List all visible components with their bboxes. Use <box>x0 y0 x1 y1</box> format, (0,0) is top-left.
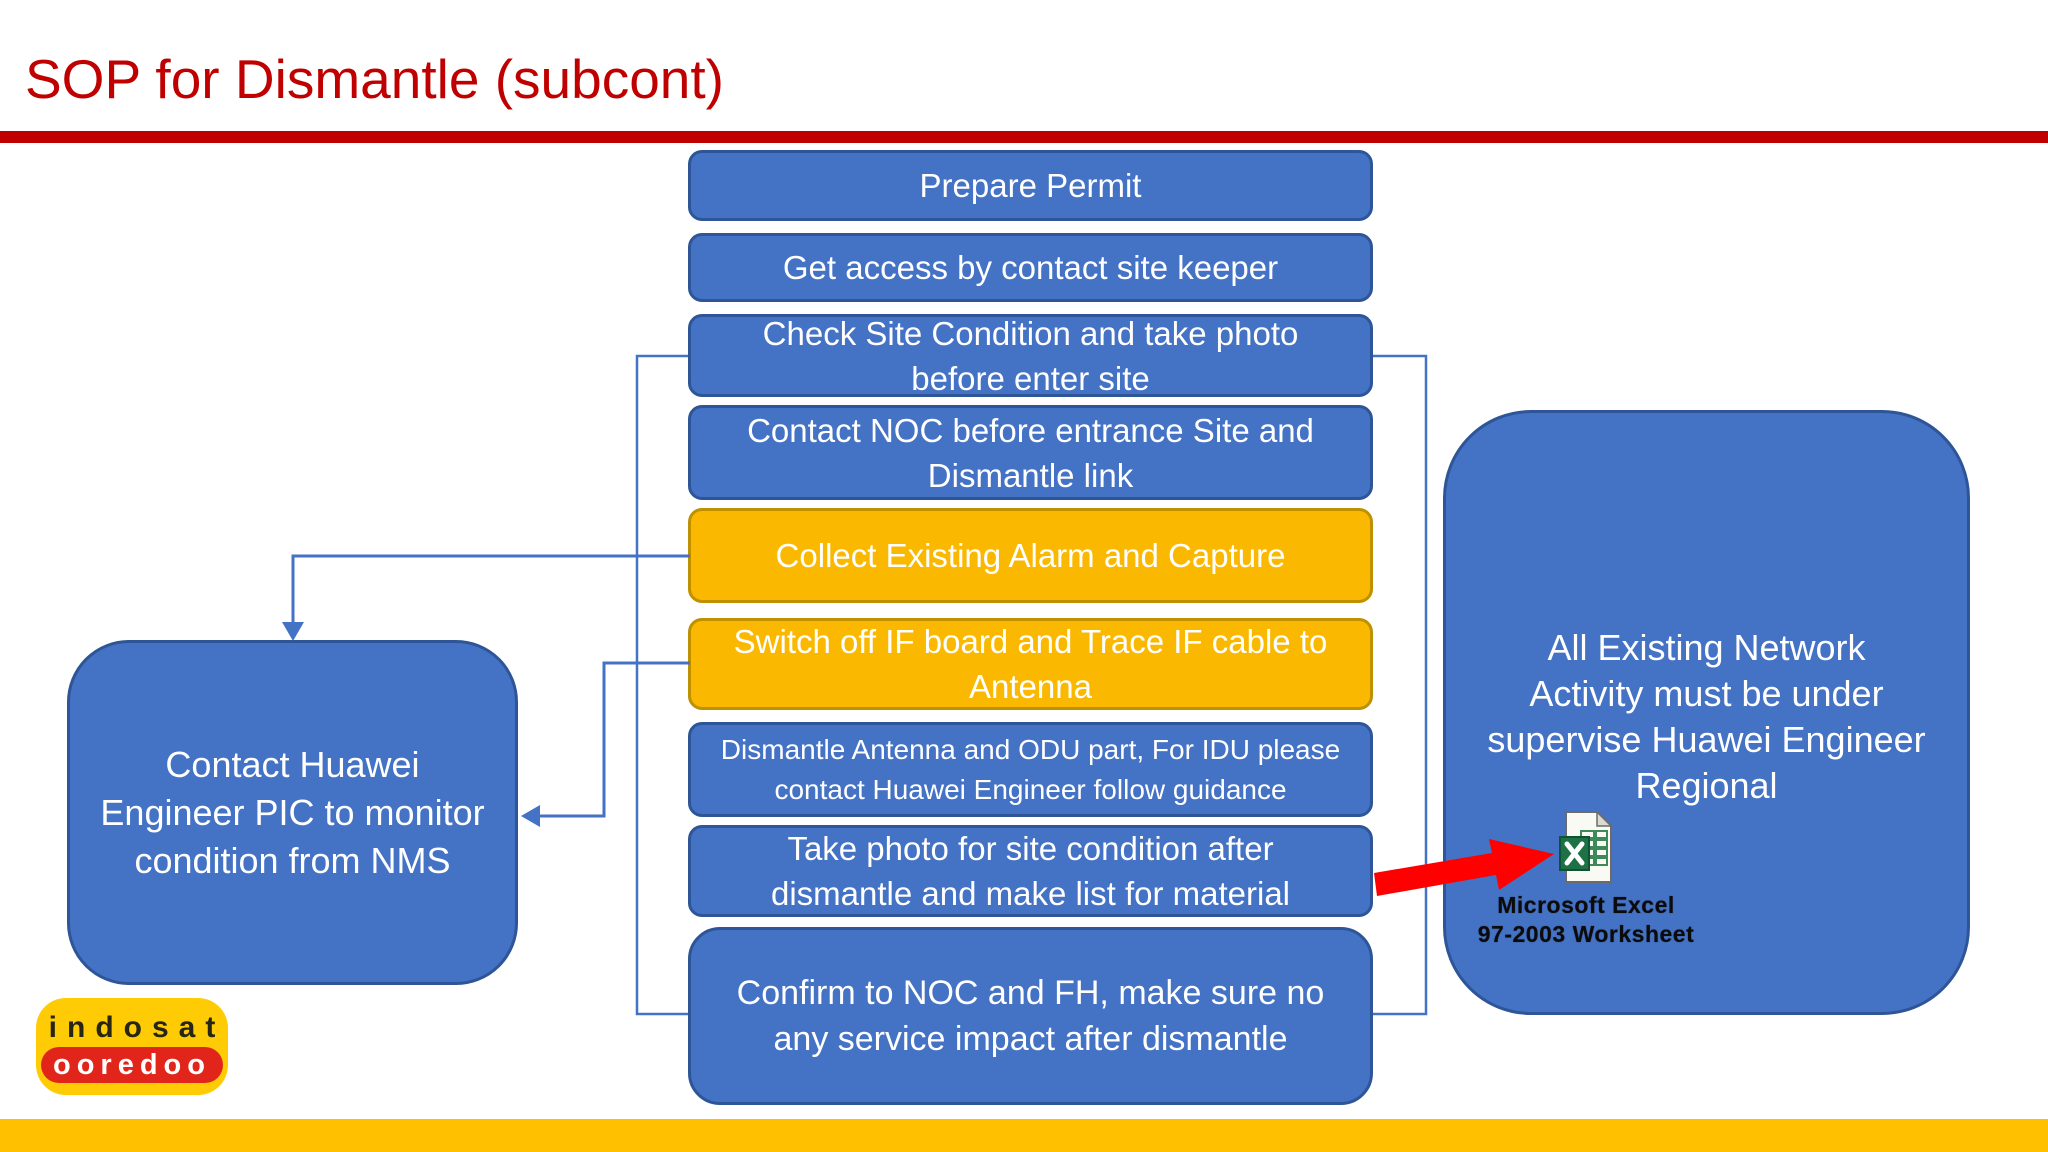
flow-step-dismantle-antenna-odu: Dismantle Antenna and ODU part, For IDU … <box>688 722 1373 817</box>
note-text: Regional <box>1635 765 1778 806</box>
note-text: Activity must be under <box>1529 673 1884 714</box>
flow-step-text: Dismantle Antenna and ODU part, For IDU … <box>720 733 1341 765</box>
flow-step-take-photo-after: Take photo for site condition after dism… <box>688 825 1373 917</box>
logo-text-indosat: indosat <box>48 1010 226 1044</box>
flow-step-text: Take photo for site condition after <box>787 830 1274 867</box>
flow-step-text: any service impact after dismantle <box>773 1020 1288 1058</box>
connector-arrow-to-left-note-top <box>282 554 690 641</box>
flow-step-text: Contact NOC before entrance Site and <box>747 411 1314 449</box>
flow-step-collect-alarm: Collect Existing Alarm and Capture <box>688 508 1373 603</box>
flow-step-get-access: Get access by contact site keeper <box>688 233 1373 302</box>
flow-step-text: Check Site Condition and take photo <box>762 314 1299 352</box>
note-text: condition from NMS <box>134 839 451 881</box>
flow-step-text: Dismantle link <box>927 456 1134 494</box>
flow-step-text: Confirm to NOC and FH, make sure no <box>736 974 1325 1012</box>
flow-step-text: Get access by contact site keeper <box>782 249 1279 286</box>
page-title: SOP for Dismantle (subcont) <box>25 48 724 110</box>
note-text: supervise Huawei Engineer <box>1487 719 1926 760</box>
excel-caption: Microsoft Excel <box>1497 892 1675 918</box>
connector-arrow-to-left-note-side <box>521 661 690 827</box>
flow-step-text: dismantle and make list for material <box>770 875 1291 912</box>
flow-step-contact-noc: Contact NOC before entrance Site and Dis… <box>688 405 1373 500</box>
flow-step-text: contact Huawei Engineer follow guidance <box>774 773 1287 805</box>
flow-step-text: Antenna <box>969 668 1092 705</box>
flow-step-confirm-noc-fh: Confirm to NOC and FH, make sure no any … <box>688 927 1373 1105</box>
flow-step-text: Switch off IF board and Trace IF cable t… <box>733 623 1328 660</box>
excel-attachment: Microsoft Excel 97-2003 Worksheet <box>1446 811 1726 949</box>
note-text: Contact Huawei <box>165 743 420 785</box>
flow-step-text: Collect Existing Alarm and Capture <box>775 537 1286 574</box>
logo-text-ooredoo: ooredoo <box>53 1048 211 1081</box>
indosat-ooredoo-logo: indosat ooredoo <box>36 998 228 1095</box>
note-contact-huawei-pic: Contact Huawei Engineer PIC to monitor c… <box>67 640 518 985</box>
excel-caption: 97-2003 Worksheet <box>1477 921 1695 947</box>
flow-step-switch-off-if-board: Switch off IF board and Trace IF cable t… <box>688 618 1373 710</box>
note-supervision-required: All Existing Network Activity must be un… <box>1443 410 1970 1015</box>
flow-step-check-site-condition: Check Site Condition and take photo befo… <box>688 314 1373 397</box>
flow-step-text: before enter site <box>911 359 1150 397</box>
title-divider-rule <box>0 131 2048 143</box>
flow-step-text: Prepare Permit <box>919 167 1142 204</box>
note-text: All Existing Network <box>1547 627 1866 668</box>
flow-step-prepare-permit: Prepare Permit <box>688 150 1373 221</box>
footer-accent-bar <box>0 1119 2048 1152</box>
note-text: Engineer PIC to monitor <box>100 791 485 833</box>
excel-file-icon <box>1559 811 1613 883</box>
logo-red-pill: ooredoo <box>41 1046 223 1083</box>
